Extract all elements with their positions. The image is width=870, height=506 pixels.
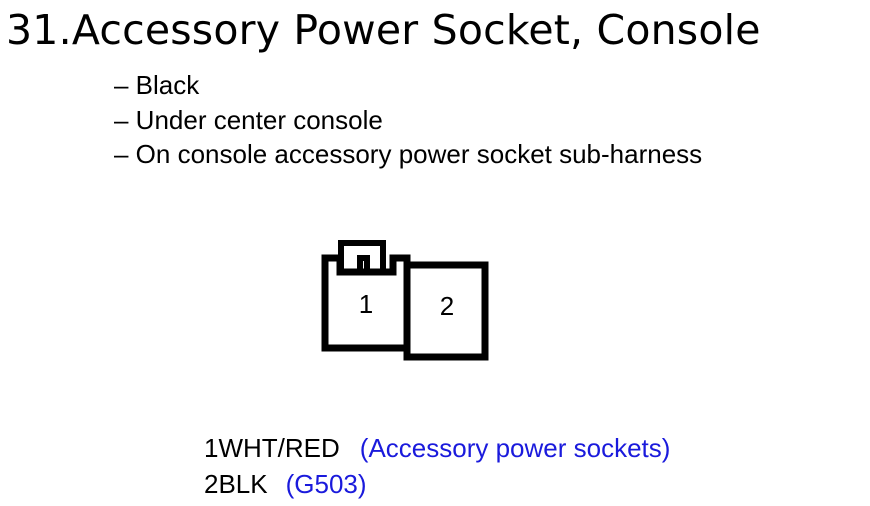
detail-harness: – On console accessory power socket sub-… bbox=[114, 139, 703, 169]
cavity-2-label: 2 bbox=[440, 291, 454, 321]
pin-number: 2 bbox=[204, 469, 219, 499]
pin-row: 1WHT/RED (Accessory power sockets) bbox=[204, 430, 670, 466]
wire-color: BLK bbox=[218, 469, 268, 499]
wire-color: WHT/RED bbox=[218, 433, 340, 463]
pin-description: (Accessory power sockets) bbox=[359, 433, 671, 463]
pin-list: 1WHT/RED (Accessory power sockets) 2BLK (G… bbox=[204, 430, 670, 502]
pin-number: 1 bbox=[204, 433, 219, 463]
connector-name: Accessory Power Socket, Console bbox=[71, 6, 761, 54]
locking-tab-icon bbox=[338, 240, 386, 272]
cavity-2: 2 bbox=[403, 261, 489, 361]
page-title: 31.Accessory Power Socket, Console bbox=[6, 4, 761, 56]
cavity-1-label: 1 bbox=[359, 289, 373, 319]
pin-row: 2BLK (G503) bbox=[204, 466, 670, 502]
connector-details: – Black – Under center console – On cons… bbox=[114, 68, 702, 172]
cavity-1: 1 bbox=[321, 240, 411, 352]
cavity-2-outline bbox=[403, 261, 489, 361]
detail-color: – Black bbox=[114, 70, 200, 100]
pin-description: (G503) bbox=[285, 469, 367, 499]
connector-number: 31. bbox=[6, 6, 72, 54]
detail-location: – Under center console bbox=[114, 104, 383, 135]
